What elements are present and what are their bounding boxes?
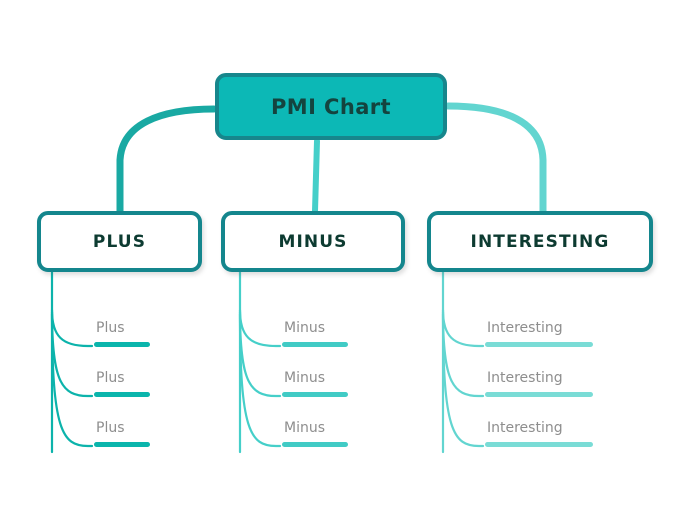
branch-node-label: MINUS [278, 231, 348, 252]
leaf-label: Interesting [487, 370, 563, 386]
leaf-curve-minus-1 [238, 308, 282, 348]
leaf-underline [94, 442, 150, 447]
connector-root-to-interesting [444, 102, 547, 215]
leaf-item-plus-1[interactable]: Plus [94, 319, 150, 347]
leaf-item-interesting-2[interactable]: Interesting [485, 369, 593, 397]
leaf-item-interesting-1[interactable]: Interesting [485, 319, 593, 347]
leaf-item-plus-2[interactable]: Plus [94, 369, 150, 397]
leaf-item-minus-1[interactable]: Minus [282, 319, 348, 347]
leaf-curve-minus-2 [238, 310, 282, 398]
root-node-label: PMI Chart [271, 94, 391, 119]
branch-node-minus[interactable]: MINUS [221, 211, 405, 272]
leaf-label: Minus [284, 370, 326, 386]
leaf-item-minus-2[interactable]: Minus [282, 369, 348, 397]
connector-root-to-minus [312, 138, 320, 214]
branch-node-label: PLUS [92, 231, 147, 252]
leaf-underline [94, 392, 150, 397]
leaf-item-minus-3[interactable]: Minus [282, 419, 348, 447]
branch-node-label: INTERESTING [470, 231, 610, 252]
leaf-curve-plus-1 [50, 308, 94, 348]
leaf-label: Plus [96, 370, 125, 386]
root-node-pmi-chart[interactable]: PMI Chart [215, 73, 447, 140]
leaf-label: Plus [96, 320, 125, 336]
leaf-underline [282, 342, 348, 347]
leaf-curve-interesting-2 [441, 310, 485, 398]
leaf-underline [485, 392, 593, 397]
leaf-label: Interesting [487, 420, 563, 436]
leaf-label: Minus [284, 320, 326, 336]
leaf-underline [282, 392, 348, 397]
leaf-label: Plus [96, 420, 125, 436]
leaf-item-plus-3[interactable]: Plus [94, 419, 150, 447]
leaf-label: Minus [284, 420, 326, 436]
leaf-curve-interesting-3 [441, 312, 485, 448]
leaf-curve-interesting-1 [441, 308, 485, 348]
leaf-underline [94, 342, 150, 347]
leaf-label: Interesting [487, 320, 563, 336]
leaf-curve-plus-2 [50, 310, 94, 398]
leaf-underline [485, 442, 593, 447]
connector-root-to-plus [116, 105, 218, 215]
leaf-item-interesting-3[interactable]: Interesting [485, 419, 593, 447]
leaf-underline [282, 442, 348, 447]
branch-node-interesting[interactable]: INTERESTING [427, 211, 653, 272]
leaf-underline [485, 342, 593, 347]
leaf-curve-minus-3 [238, 312, 282, 448]
leaf-curve-plus-3 [50, 312, 94, 448]
branch-node-plus[interactable]: PLUS [37, 211, 202, 272]
